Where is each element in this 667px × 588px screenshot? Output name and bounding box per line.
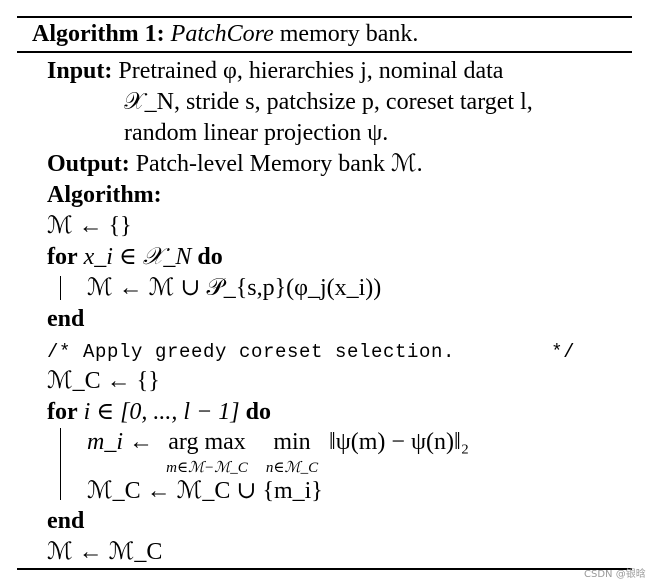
argmax-text: arg max	[168, 429, 246, 455]
step-final: ℳ ← ℳ_C	[47, 538, 162, 566]
step-init-c: ℳ_C ← {}	[47, 367, 160, 395]
caption-rest: memory bank.	[273, 21, 419, 47]
for1-keyword: for	[47, 244, 78, 270]
output-text: Patch-level Memory bank ℳ.	[135, 151, 423, 177]
watermark: CSDN @银晗	[584, 569, 646, 580]
for1-condition: x_i ∈ 𝒳_N	[83, 244, 192, 270]
input-line-1: Input: Pretrained φ, hierarchies j, nomi…	[47, 57, 503, 85]
min-op: min n∈ℳ_C	[261, 428, 323, 476]
for1-body: ℳ ← ℳ ∪ 𝒫_{s,p}(φ_j(x_i))	[87, 274, 381, 302]
for2-keyword: for	[47, 399, 78, 425]
argmax-lhs: m_i ←	[87, 429, 153, 455]
init-c-expr: ℳ_C ← {}	[47, 368, 160, 394]
step-for2: for i ∈ [0, ..., l − 1] do	[47, 398, 271, 426]
init-expr: ℳ ← {}	[47, 213, 132, 239]
coreset-comment: /* Apply greedy coreset selection. */	[47, 341, 576, 363]
step-update: ℳ_C ← ℳ_C ∪ {m_i}	[87, 477, 323, 505]
for2-body-bar	[60, 428, 62, 500]
input-label: Input:	[47, 58, 113, 84]
top-rule	[17, 16, 632, 18]
caption-label: Algorithm 1:	[32, 21, 165, 47]
argmax-subscript: m∈ℳ−ℳ_C	[166, 460, 248, 476]
end1: end	[47, 306, 85, 332]
for1-body-bar	[60, 276, 62, 300]
step-for1: for x_i ∈ 𝒳_N do	[47, 243, 223, 271]
update-expr: ℳ_C ← ℳ_C ∪ {m_i}	[87, 478, 323, 504]
end2: end	[47, 508, 85, 534]
output-line: Output: Patch-level Memory bank ℳ.	[47, 150, 423, 178]
input-text-1: Pretrained φ, hierarchies j, nominal dat…	[118, 58, 504, 84]
for2-condition: i ∈ [0, ..., l − 1]	[83, 399, 240, 425]
input-line-3: random linear projection ψ.	[124, 119, 388, 147]
for1-body-expr: ℳ ← ℳ ∪ 𝒫_{s,p}(φ_j(x_i))	[87, 275, 382, 301]
min-text: min	[273, 429, 311, 455]
header-rule	[17, 51, 632, 53]
min-subscript: n∈ℳ_C	[265, 460, 319, 476]
input-text-3: random linear projection ψ.	[124, 120, 389, 146]
input-text-2: 𝒳_N, stride s, patchsize p, coreset targ…	[124, 89, 533, 115]
norm-expr: ‖ψ(m) − ψ(n)‖₂	[329, 429, 470, 455]
algorithm-label: Algorithm:	[47, 182, 162, 208]
input-line-2: 𝒳_N, stride s, patchsize p, coreset targ…	[124, 88, 533, 116]
for2-do: do	[245, 399, 271, 425]
step-argmax: m_i ← arg max m∈ℳ−ℳ_C min n∈ℳ_C ‖ψ(m) − …	[87, 428, 470, 476]
algorithm-caption: Algorithm 1: PatchCore memory bank.	[32, 20, 418, 48]
final-expr: ℳ ← ℳ_C	[47, 539, 163, 565]
bottom-rule	[17, 568, 632, 570]
argmax-op: arg max m∈ℳ−ℳ_C	[159, 428, 255, 476]
step-init: ℳ ← {}	[47, 212, 132, 240]
caption-name: PatchCore	[170, 21, 274, 47]
for1-do: do	[197, 244, 223, 270]
output-label: Output:	[47, 151, 130, 177]
